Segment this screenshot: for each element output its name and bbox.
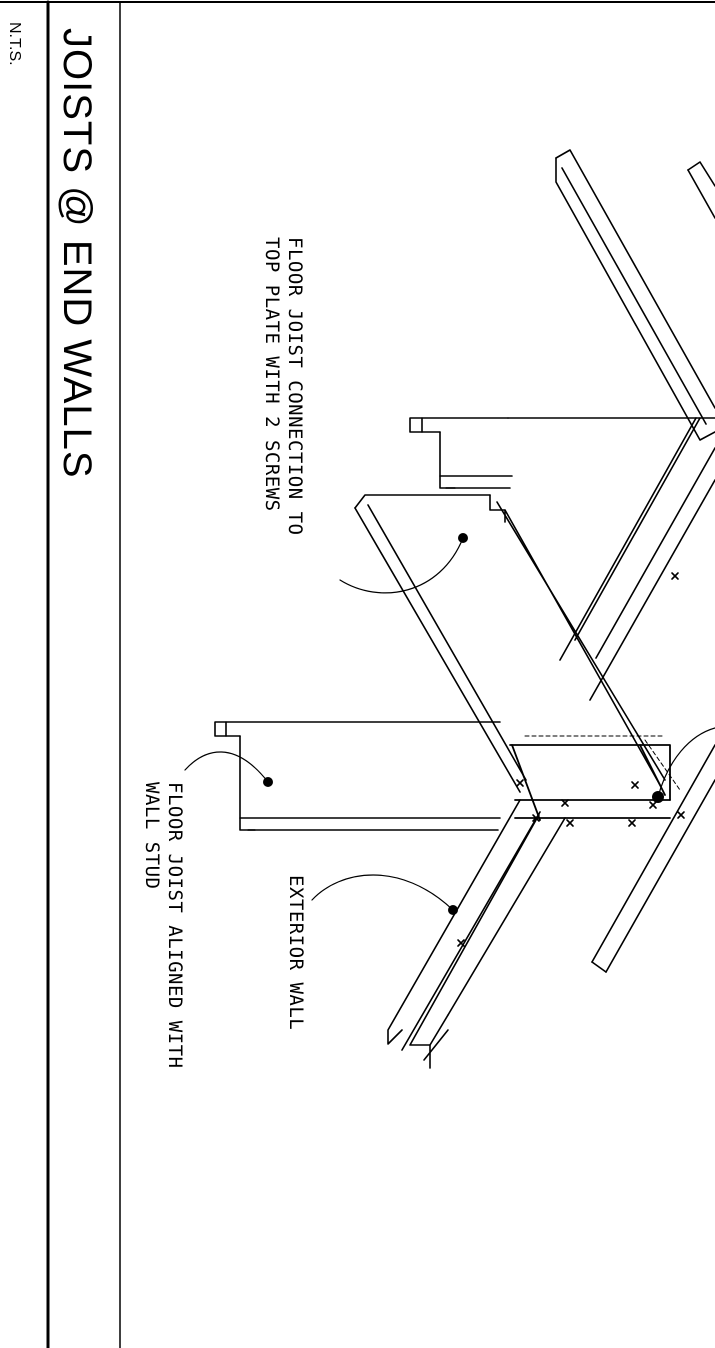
callout-wall-stud-line: FLOOR JOIST ALIGNED WITH — [164, 782, 186, 1069]
callout-top-plate-line: FLOOR JOIST CONNECTION TO — [284, 237, 306, 536]
rim-track — [559, 417, 715, 973]
callout-exterior-wall-line: EXTERIOR WALL — [285, 875, 307, 1031]
joist-end-connection — [509, 735, 681, 821]
floor-joist-lower — [387, 799, 566, 1069]
callout-top-plate: FLOOR JOIST CONNECTION TO TOP PLATE WITH… — [260, 237, 306, 535]
callout-wall-stud: FLOOR JOIST ALIGNED WITH WALL STUD — [140, 782, 186, 1069]
callout-top-plate-line: TOP PLATE WITH 2 SCREWS — [261, 237, 283, 512]
callout-exterior-wall: EXTERIOR WALL — [284, 875, 307, 1030]
screw-marks — [457, 572, 685, 947]
drawing-title: JOISTS @ END WALLS — [55, 28, 99, 479]
floor-joist-main — [354, 494, 666, 793]
wall-stud-upper — [409, 417, 701, 489]
leader-lines — [184, 537, 715, 911]
callout-wall-stud-line: WALL STUD — [141, 782, 163, 890]
floor-joist-upper — [555, 149, 715, 441]
wall-stud-lower — [214, 721, 501, 831]
scale-note: N.T.S. — [6, 22, 23, 66]
